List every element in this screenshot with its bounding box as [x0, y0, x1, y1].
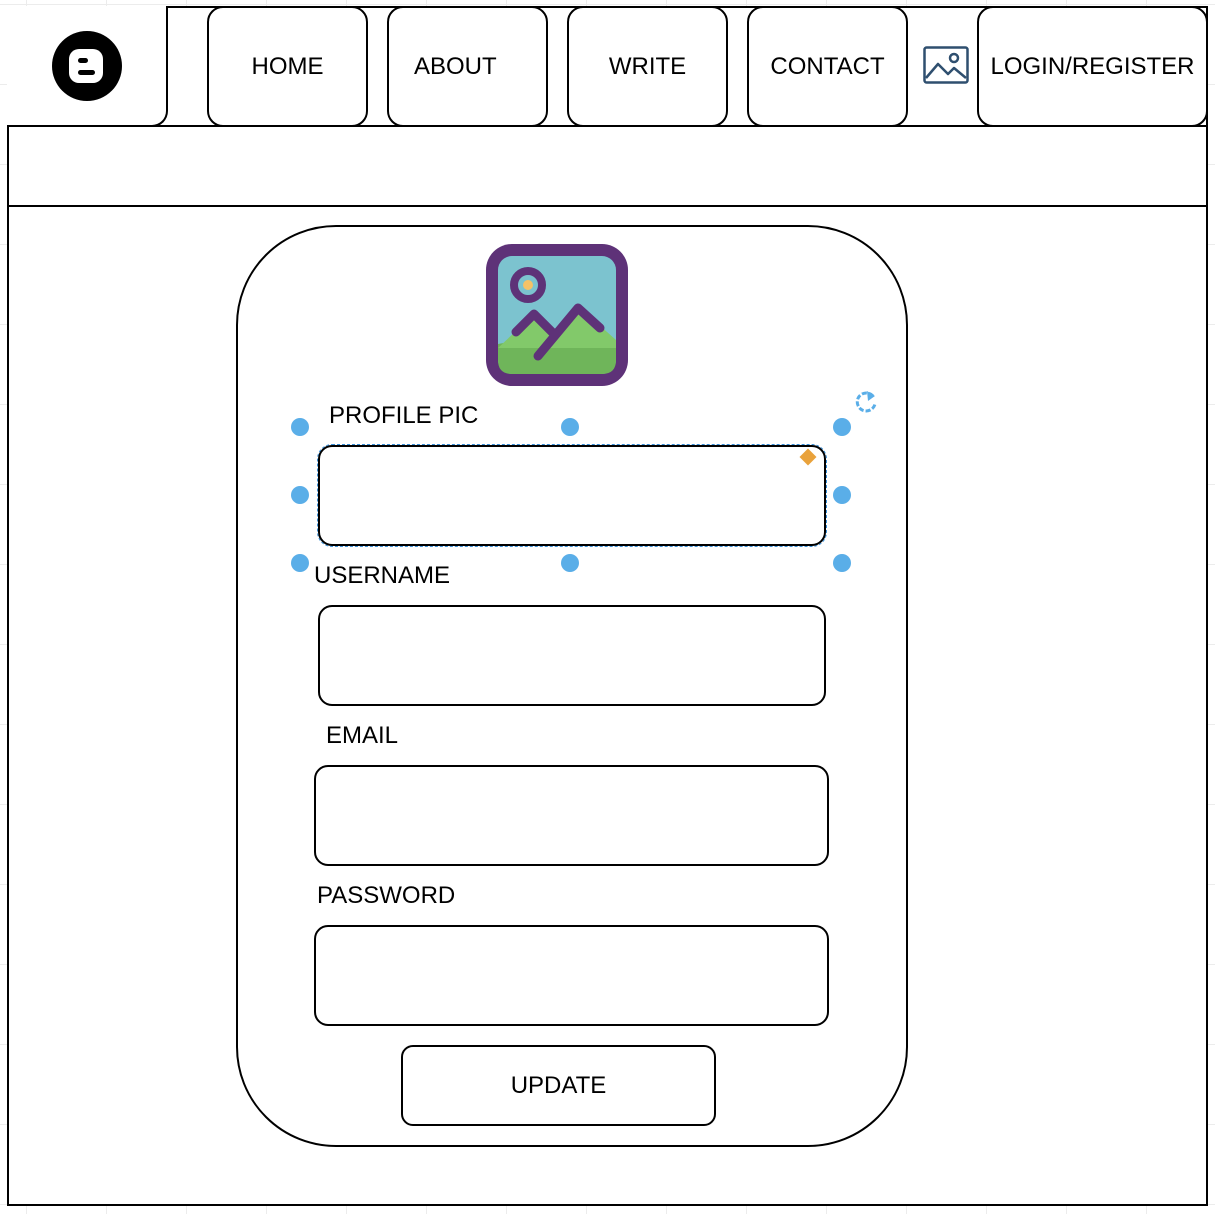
- selection-handle[interactable]: [291, 486, 309, 504]
- selection-handle[interactable]: [291, 418, 309, 436]
- nav-contact-label: CONTACT: [770, 52, 885, 80]
- selection-handle[interactable]: [833, 486, 851, 504]
- profile-pic-field[interactable]: [317, 444, 827, 547]
- username-label: USERNAME: [314, 562, 451, 589]
- email-label: EMAIL: [326, 722, 399, 749]
- header-band: [7, 6, 1208, 207]
- profile-pic-label: PROFILE PIC: [329, 402, 479, 429]
- nav-contact-button[interactable]: CONTACT: [747, 6, 908, 127]
- nav-home-button[interactable]: HOME: [207, 6, 368, 127]
- selection-handle[interactable]: [561, 554, 579, 572]
- selection-handle[interactable]: [833, 554, 851, 572]
- password-label: PASSWORD: [317, 882, 456, 909]
- nav-about-button[interactable]: ABOUT: [387, 6, 548, 127]
- rotate-icon[interactable]: [852, 388, 880, 416]
- nav-write-button[interactable]: WRITE: [567, 6, 728, 127]
- image-icon[interactable]: [923, 46, 969, 84]
- nav-home-label: HOME: [251, 52, 324, 80]
- selection-handle[interactable]: [833, 418, 851, 436]
- username-field[interactable]: [318, 605, 826, 706]
- update-button[interactable]: UPDATE: [401, 1045, 716, 1126]
- selection-handle[interactable]: [561, 418, 579, 436]
- login-register-label: LOGIN/REGISTER: [990, 52, 1195, 80]
- nav-write-label: WRITE: [608, 52, 687, 80]
- password-field[interactable]: [314, 925, 829, 1026]
- email-field[interactable]: [314, 765, 829, 866]
- selection-handle[interactable]: [291, 554, 309, 572]
- update-button-label: UPDATE: [510, 1071, 607, 1099]
- login-register-button[interactable]: LOGIN/REGISTER: [977, 6, 1208, 127]
- nav-about-label: ABOUT: [414, 52, 497, 80]
- logo-button[interactable]: [7, 6, 168, 127]
- image-placeholder-icon[interactable]: [486, 244, 628, 386]
- blogger-logo-icon: [51, 30, 122, 101]
